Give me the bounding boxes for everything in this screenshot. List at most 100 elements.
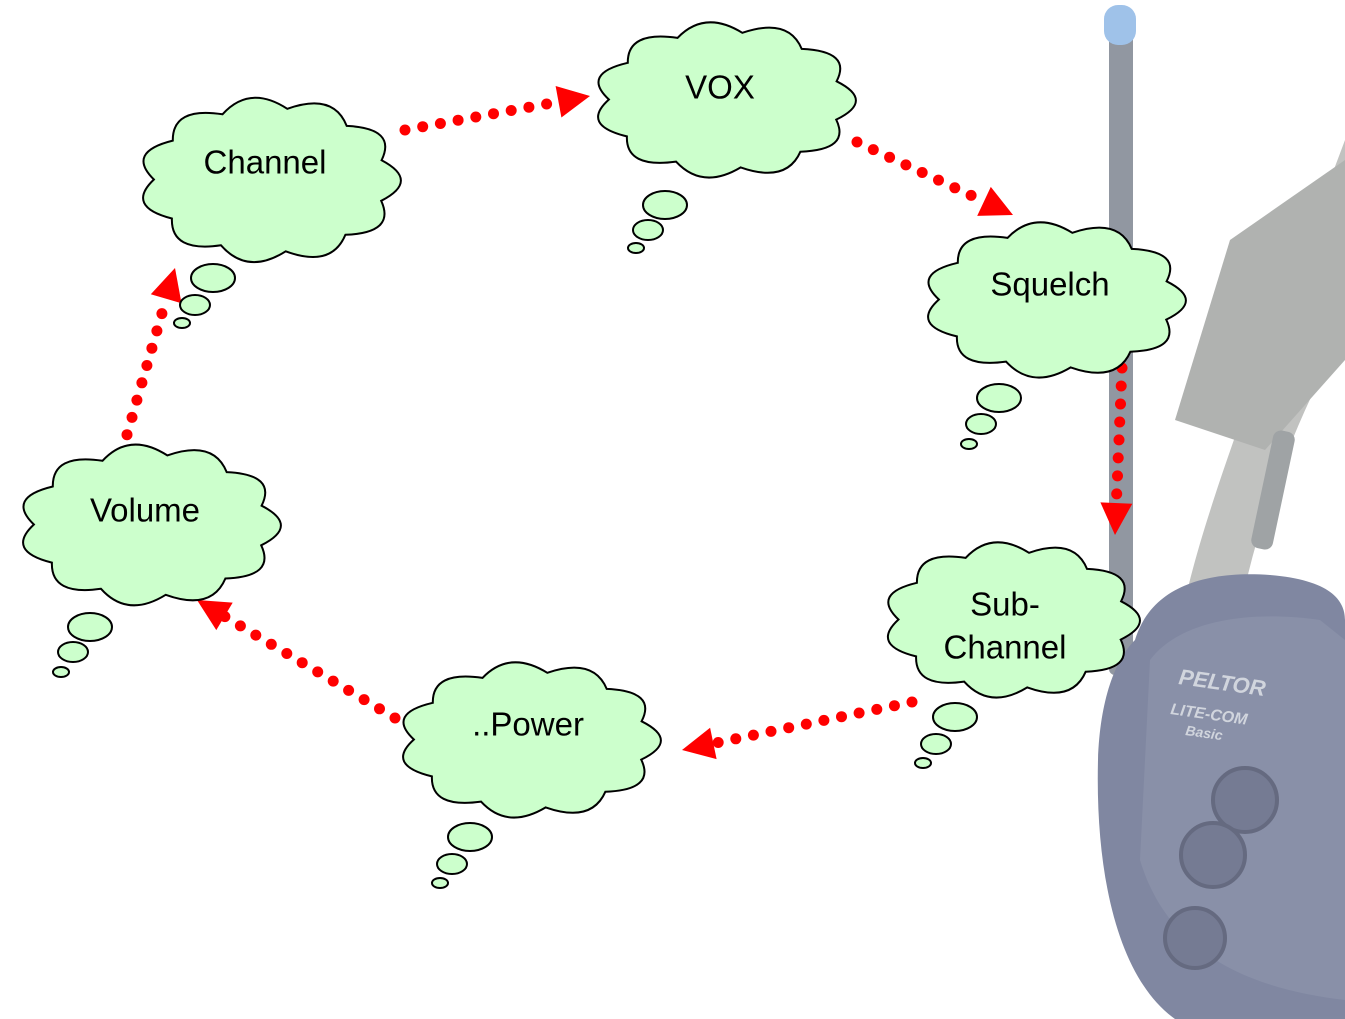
thought-bubble <box>67 612 113 642</box>
thought-bubble <box>179 294 211 316</box>
arrow-dot <box>800 718 812 730</box>
cloud-label-subchannel: Sub- <box>970 586 1040 623</box>
arrow-dot <box>296 657 308 669</box>
cloud-squelch: Squelch <box>927 221 1187 450</box>
thought-bubble <box>914 757 932 769</box>
arrow-dot <box>712 737 724 748</box>
cloud-label-subchannel: Channel <box>944 629 1067 666</box>
arrow-dot <box>933 174 944 186</box>
cloud-shape <box>887 541 1141 699</box>
arrow-dot <box>488 108 499 120</box>
arrow-dot <box>121 429 133 441</box>
button-bottom <box>1163 906 1227 970</box>
arrow-dot <box>1112 470 1123 482</box>
two-way-radio-headset-icon: PELTOR LITE-COM Basic <box>1097 5 1345 1019</box>
thought-bubble <box>57 641 89 663</box>
arrow-dot <box>783 722 795 734</box>
arrow-dot <box>871 703 883 715</box>
cloud-shape <box>142 96 402 264</box>
arrow-dot <box>327 675 339 687</box>
thought-bubble <box>632 219 664 241</box>
arrow-dot <box>136 377 148 389</box>
cloud-power: ..Power <box>402 661 662 889</box>
arrow-dot <box>434 118 446 129</box>
arrow-dot <box>1115 380 1127 392</box>
arrow-dot <box>818 714 830 726</box>
arrow-dot <box>1115 398 1126 410</box>
arrow-dot <box>851 136 863 148</box>
cloud-vox: VOX <box>597 21 857 254</box>
arrow-dot <box>156 308 168 320</box>
edges-layer <box>116 86 1133 760</box>
arrowhead <box>555 86 590 118</box>
headband-strap <box>1251 430 1295 550</box>
arrow-dot <box>765 725 777 737</box>
arrow-dot <box>146 342 158 354</box>
cloud-shape <box>597 21 857 179</box>
arrow-dot <box>836 711 847 723</box>
arrow-dot <box>343 684 355 696</box>
arrow-dot <box>452 114 464 126</box>
arrow-dot <box>906 696 918 708</box>
headband-pad <box>1175 160 1345 450</box>
cloud-shape <box>927 221 1187 379</box>
arrow-dot <box>131 394 143 406</box>
thought-bubble <box>960 438 978 450</box>
arrow-dot <box>151 325 163 337</box>
arrow-dot <box>399 124 411 136</box>
cloud-shape <box>402 661 662 819</box>
thought-bubble <box>52 666 70 678</box>
cloud-label-vox: VOX <box>685 69 755 106</box>
thought-bubble <box>932 702 978 732</box>
thought-bubble <box>642 190 688 220</box>
arrowhead <box>1100 502 1133 535</box>
arrow-dot <box>1112 452 1124 464</box>
arrowhead <box>682 727 717 760</box>
cloud-label-volume: Volume <box>90 492 200 529</box>
cloud-shape <box>22 443 282 607</box>
arrow-dot <box>250 629 262 641</box>
arrow-dot <box>853 707 865 719</box>
arrow-dot <box>126 411 138 423</box>
cloud-subchannel: Sub- Channel <box>887 541 1141 769</box>
thought-bubble <box>431 877 449 889</box>
thought-bubble <box>190 263 236 293</box>
arrow-dot <box>867 144 879 156</box>
thought-bubble <box>447 822 493 852</box>
cloud-label-power: ..Power <box>472 706 584 743</box>
cloud-volume: Volume <box>22 443 282 678</box>
button-middle <box>1179 821 1247 889</box>
arrowhead <box>977 186 1013 216</box>
thought-bubble <box>965 413 997 435</box>
arrow-dot <box>281 648 293 659</box>
arrow-dot <box>965 189 977 201</box>
antenna-tip <box>1104 5 1136 45</box>
arrow-dot <box>916 167 928 178</box>
arrow-dot <box>541 98 553 110</box>
arrow-dot <box>417 121 429 133</box>
arrow-dot <box>505 105 517 116</box>
arrowhead <box>150 268 182 304</box>
cloud-label-channel: Channel <box>204 144 327 181</box>
thought-bubble <box>436 853 468 875</box>
arrowhead <box>197 600 233 631</box>
logo-edition: Basic <box>1185 722 1224 743</box>
arrow-volume-to-channel <box>116 268 182 458</box>
arrow-vox-to-squelch <box>851 136 1013 216</box>
arrow-squelch-to-subchannel <box>1100 362 1133 535</box>
cloud-label-squelch: Squelch <box>990 266 1109 303</box>
cloud-channel: Channel <box>142 96 402 329</box>
arrow-dot <box>234 620 246 632</box>
arrow-dot <box>389 712 401 724</box>
button-top <box>1211 766 1279 834</box>
thought-bubble <box>173 317 191 329</box>
arrow-dot <box>1114 416 1126 428</box>
arrow-subchannel-to-power <box>682 696 918 760</box>
arrow-dot <box>884 151 896 163</box>
arrow-dot <box>265 638 277 650</box>
arrow-power-to-volume <box>197 600 401 724</box>
arrow-dot <box>1113 434 1125 446</box>
arrow-dot <box>900 159 912 171</box>
